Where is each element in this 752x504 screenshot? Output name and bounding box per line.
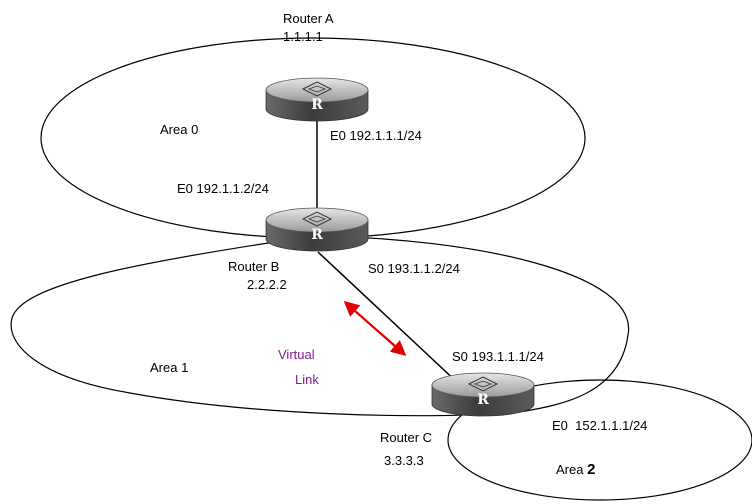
router-c-e0-label: E0 152.1.1.1/24 — [552, 418, 647, 433]
router-b-name: Router B — [228, 259, 279, 274]
router-a-e0-label: E0 192.1.1.1/24 — [330, 128, 422, 143]
area-1-boundary — [10, 235, 630, 417]
router-icon: R — [431, 372, 535, 417]
area-2-label-prefix: Area — [556, 462, 587, 477]
router-a[interactable]: R — [265, 77, 369, 122]
area-2-label-number: 2 — [587, 461, 595, 478]
router-c[interactable]: R — [431, 372, 535, 417]
router-c-name: Router C — [380, 430, 432, 445]
router-b-e0-label: E0 192.1.1.2/24 — [177, 181, 269, 196]
router-a-id: 1.1.1.1 — [283, 29, 323, 44]
virtual-link-label-line2: Link — [295, 372, 319, 387]
router-icon: R — [265, 77, 369, 122]
router-letter: R — [311, 97, 323, 113]
router-c-s0-label: S0 193.1.1.1/24 — [452, 349, 544, 364]
router-b[interactable]: R — [265, 207, 369, 252]
area-2-boundary — [447, 379, 752, 501]
router-letter: R — [311, 227, 323, 243]
router-icon: R — [265, 207, 369, 252]
router-a-name: Router A — [283, 11, 334, 26]
router-letter: R — [477, 392, 489, 408]
area-0-label: Area 0 — [160, 122, 198, 137]
virtual-link-label-line1: Virtual — [278, 347, 315, 362]
virtual-link-arrow — [343, 300, 407, 357]
area-1-label: Area 1 — [150, 360, 188, 375]
area-2-label: Area 2 — [556, 461, 595, 478]
router-b-s0-label: S0 193.1.1.2/24 — [368, 261, 460, 276]
router-b-id: 2.2.2.2 — [247, 277, 287, 292]
router-c-id: 3.3.3.3 — [384, 453, 424, 468]
